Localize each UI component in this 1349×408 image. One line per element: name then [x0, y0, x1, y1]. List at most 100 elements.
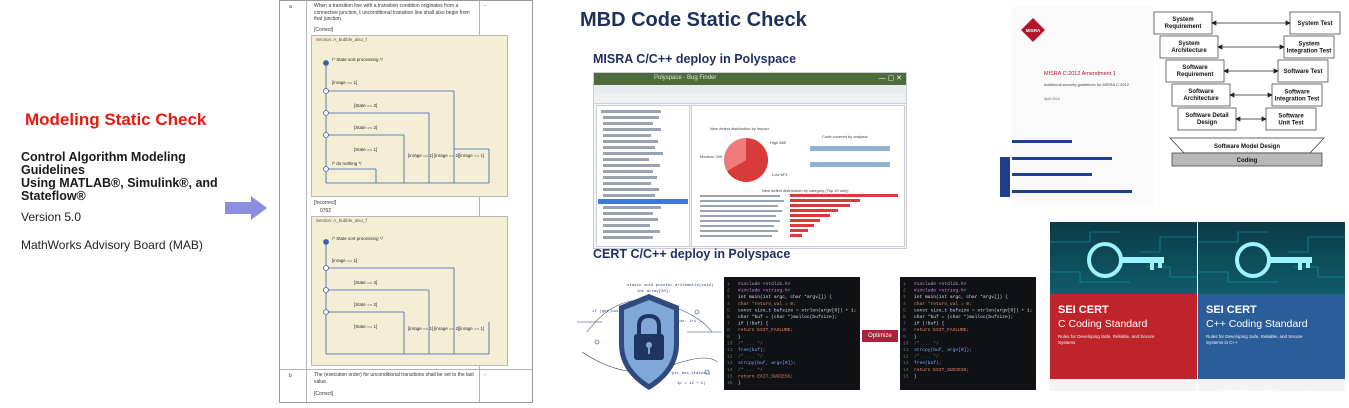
column-divider: [479, 1, 480, 402]
section-label: Section: A_bubble_also_f: [316, 37, 367, 42]
v-model-diagram: SystemRequirementSystemArchitectureSoftw…: [1153, 11, 1341, 167]
impact-low: Low 6F3: [772, 172, 788, 177]
code-line: return EXIT_FAILURE;: [738, 327, 793, 333]
cover-title: C Coding Standard: [1058, 318, 1148, 330]
mab-document-title: Control Algorithm Modeling Guidelines Us…: [21, 151, 246, 203]
security-lock-illustration: static void pointer_arithmetic(void) int…: [577, 283, 722, 390]
code-line: char *buf = (char *)malloc(bufsize);: [914, 314, 1013, 320]
arrow-head-icon: [1229, 92, 1235, 98]
mbd-title: MBD Code Static Check: [580, 9, 807, 31]
misra-doc-title: MISRA C:2012 Amendment 1: [1044, 71, 1116, 77]
stateflow-diagram: /* State sort processing */ [inrage == 1…: [323, 57, 490, 184]
category-chart-title: New defect distribution by category (Top…: [762, 188, 849, 193]
code-line-number: 9: [727, 334, 730, 340]
code-line-number: 4: [727, 301, 730, 307]
code-line-number: 15: [727, 373, 733, 379]
code-line: char *return_val = 0;: [738, 301, 796, 307]
svg-text:[inrage == 2]: [inrage == 2]: [434, 326, 459, 331]
code-line-number: 2: [727, 288, 730, 294]
stateflow-diagram-2: /* State sort processing */ [inrage == 1…: [323, 236, 490, 355]
row-b-text: The (execution order) for unconditional …: [314, 372, 474, 385]
cover-key-graphic: [1050, 222, 1197, 294]
code-line: char *buf = (char *)malloc(bufsize);: [738, 314, 837, 320]
code-line-number: 1: [727, 281, 730, 287]
svg-text:[inrage == 1]: [inrage == 1]: [332, 258, 357, 263]
svg-text:int array[20];: int array[20];: [637, 289, 671, 294]
code-line: char *return_val = 0;: [914, 301, 972, 307]
mab-version: Version 5.0: [21, 210, 82, 224]
results-tree[interactable]: [596, 105, 690, 247]
v-right-label: Software Test: [1284, 69, 1323, 75]
cover-footer: [1050, 379, 1197, 391]
code-line-number: 13: [727, 360, 733, 366]
code-line-number: 2: [903, 288, 906, 294]
code-line: if (!buf) {: [914, 321, 945, 327]
code-after-text: 1#include <stdlib.h>2#include <string.h>…: [903, 281, 1033, 379]
v-left-label: System: [1172, 17, 1193, 23]
mab-board: MathWorks Advisory Board (MAB): [21, 238, 203, 252]
misra-logo-icon: MISRA: [1021, 18, 1045, 42]
svg-text:[inrage == 2]: [inrage == 2]: [434, 153, 459, 158]
code-line-number: 16: [727, 380, 733, 386]
code-line-number: 4: [903, 301, 906, 307]
svg-text:[State == 3]: [State == 3]: [354, 280, 377, 285]
v-left-box: [1177, 107, 1237, 131]
svg-text:[inrage == 1]: [inrage == 1]: [459, 326, 484, 331]
impact-pie-chart: [724, 137, 769, 182]
code-line: const size_t bufsize = strlen(argv[0]) +…: [738, 307, 857, 313]
code-line: }: [914, 373, 917, 379]
code-line: const size_t bufsize = strlen(argv[0]) +…: [914, 307, 1033, 313]
code-line: strcpy(buf, argv[0]);: [738, 360, 796, 366]
svg-text:[State == 1]: [State == 1]: [354, 147, 377, 152]
window-controls-icon[interactable]: — ▢ ✕: [878, 75, 902, 82]
cover-brand: SEI CERT: [1206, 304, 1257, 316]
code-line-number: 15: [903, 373, 909, 379]
v-left-label: Requirement: [1177, 72, 1214, 78]
arrow-head-icon: [1267, 92, 1273, 98]
toolbar[interactable]: [594, 93, 906, 104]
svg-text:[State == 2]: [State == 2]: [354, 302, 377, 307]
code-line: }: [738, 334, 741, 340]
incorrect-number: 0762: [320, 208, 332, 214]
code-line-number: 3: [727, 294, 730, 300]
cert-heading: CERT C/C++ deploy in Polyspace: [593, 247, 791, 261]
polyspace-window: Polyspace - Bug Finder — ▢ ✕ New defect …: [593, 72, 907, 249]
code-line: return EXIT_SUCCESS;: [914, 367, 969, 373]
v-left-label: Software: [1188, 89, 1214, 95]
code-line: /* ... */: [738, 354, 763, 360]
v-left-label: Requirement: [1165, 24, 1202, 30]
coverage-bar: [810, 146, 890, 151]
code-line: return EXIT_SUCCESS;: [738, 373, 793, 379]
arrow-head-icon: [1223, 68, 1229, 74]
v-left-label: Software: [1182, 65, 1208, 71]
code-line: }: [738, 380, 741, 386]
svg-text:if (get_bus_stat: if (get_bus_stat: [592, 309, 630, 314]
right-arrow-icon: [225, 196, 267, 220]
code-line-number: 10: [903, 340, 909, 346]
arrow-head-icon: [1279, 44, 1285, 50]
row-b-id: b: [289, 373, 292, 379]
code-line: #include <string.h>: [914, 288, 967, 294]
code-line-number: 3: [903, 294, 906, 300]
code-line-number: 9: [903, 334, 906, 340]
cover-subtitle: Rules for Developing Safe, Reliable, and…: [1206, 334, 1303, 345]
code-line: /* ... */: [914, 340, 939, 346]
misra-heading: MISRA C/C++ deploy in Polyspace: [593, 52, 797, 66]
v-right-label: Integration Test: [1287, 49, 1332, 55]
misra-document: MISRA MISRA C:2012 Amendment 1 Additiona…: [1000, 7, 1154, 206]
v-left-box: [1165, 59, 1225, 83]
code-line: free(buf);: [738, 347, 766, 353]
code-line-number: 7: [903, 321, 906, 327]
code-line-number: 7: [727, 321, 730, 327]
model-design-label: Software Model Design: [1214, 144, 1280, 150]
code-line-number: 11: [903, 347, 909, 353]
stateflow-chart-correct: Section: A_bubble_also_f: [311, 35, 508, 197]
impact-high: High 865: [770, 140, 787, 145]
v-right-label: Unit Test: [1278, 121, 1303, 127]
correct-label-b: [Correct]: [314, 391, 334, 397]
row-a-text: When a transition line with a transition…: [314, 3, 470, 22]
mab-title-line-3: Stateflow®: [21, 189, 86, 203]
modeling-static-check-title: Modeling Static Check: [25, 110, 207, 129]
mab-title-line-2: Using MATLAB®, Simulink®, and: [21, 176, 218, 190]
